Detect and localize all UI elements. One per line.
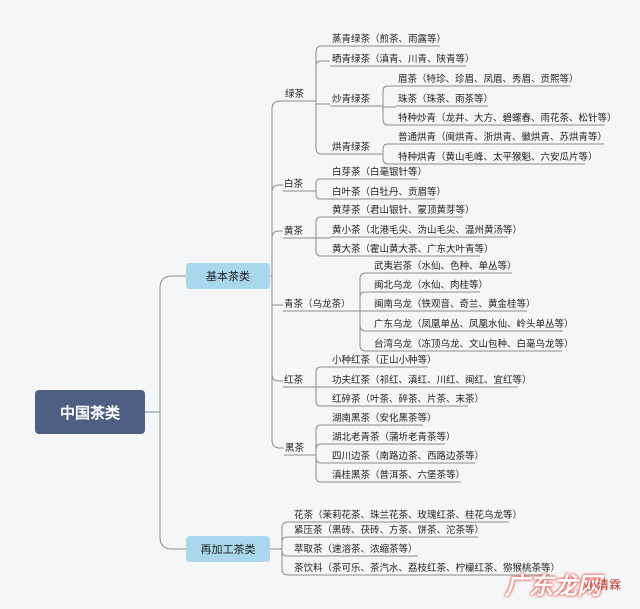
- processed-item: 花茶（茉莉花茶、珠兰花茶、玫瑰红茶、桂花乌龙等）: [294, 510, 523, 521]
- node-basic-tea: 基本茶类: [186, 263, 270, 289]
- green-fried-item: 眉茶（特珍、珍眉、凤眉、秀眉、贡熙等）: [398, 74, 579, 85]
- red-item: 红碎茶（叶茶、碎茶、片茶、末茶）: [332, 394, 485, 405]
- root-node: 中国茶类: [35, 390, 145, 434]
- white-item: 白芽茶（白毫银针等）: [332, 167, 428, 178]
- green-fried: 炒青绿茶: [332, 94, 371, 105]
- black-item: 四川边茶（南路边茶、西路边茶等）: [332, 451, 485, 462]
- green-fried-item: 珠茶（珠茶、雨茶等）: [398, 94, 494, 105]
- category-green: 绿茶: [285, 89, 305, 100]
- red-item: 小种红茶（正山小种等）: [332, 355, 437, 366]
- node-processed-tea: 再加工茶类: [186, 536, 270, 562]
- black-item: 湖北老青茶（蒲圻老青茶等）: [332, 432, 456, 443]
- green-baked-item: 特种烘青（黄山毛峰、太平猴魁、六安瓜片等）: [398, 152, 598, 163]
- oolong-item: 广东乌龙（凤凰单丛、凤凰水仙、岭头单丛等）: [374, 319, 574, 330]
- white-item: 白叶茶（白牡丹、贡眉等）: [332, 187, 447, 198]
- green-sun: 晒青绿茶（滇青、川青、陕青等）: [332, 54, 475, 65]
- oolong-item: 武夷岩茶（水仙、色种、单丛等）: [374, 261, 517, 272]
- oolong-item: 台湾乌龙（冻顶乌龙、文山包种、白毫乌龙等）: [374, 339, 574, 350]
- green-baked: 烘青绿茶: [332, 142, 371, 153]
- black-item: 滇桂黑茶（普洱茶、六堡茶等）: [332, 470, 466, 481]
- category-oolong: 青茶（乌龙茶）: [284, 299, 351, 310]
- green-baked-item: 普通烘青（闽烘青、浙烘青、徽烘青、苏烘青等）: [398, 132, 608, 143]
- processed-item: 茶饮料（茶可乐、茶汽水、荔枝红茶、柠檬红茶、猕猴桃茶等）: [294, 563, 561, 574]
- processed-item: 萃取茶（速溶茶、浓缩茶等）: [294, 544, 418, 555]
- green-fried-item: 特种炒青（龙井、大方、碧螺春、雨花茶、松针等）: [398, 113, 617, 124]
- oolong-item: 闽南乌龙（铁观音、奇兰、黄金桂等）: [374, 299, 536, 310]
- category-white: 白茶: [284, 179, 304, 190]
- oolong-item: 闽北乌龙（水仙、肉桂等）: [374, 280, 489, 291]
- yellow-item: 黄大茶（霍山黄大茶、广东大叶青等）: [332, 244, 494, 255]
- watermark: 广东龙网: [505, 572, 601, 600]
- watermark-small: 小清霖: [585, 578, 622, 592]
- yellow-item: 黄芽茶（君山银针、蒙顶黄芽等）: [332, 205, 475, 216]
- green-steamed: 蒸青绿茶（煎茶、雨露等）: [332, 34, 447, 45]
- red-item: 功夫红茶（祁红、滇红、川红、闽红、宜红等）: [332, 375, 532, 386]
- category-yellow: 黄茶: [284, 226, 304, 237]
- black-item: 湖南黑茶（安化黑茶等）: [332, 413, 437, 424]
- category-black: 黑茶: [285, 443, 305, 454]
- yellow-item: 黄小茶（北港毛尖、沩山毛尖、温州黄汤等）: [332, 225, 523, 236]
- category-red: 红茶: [284, 375, 304, 386]
- processed-item: 紧压茶（黑砖、茯砖、方茶、饼茶、沱茶等）: [294, 525, 485, 536]
